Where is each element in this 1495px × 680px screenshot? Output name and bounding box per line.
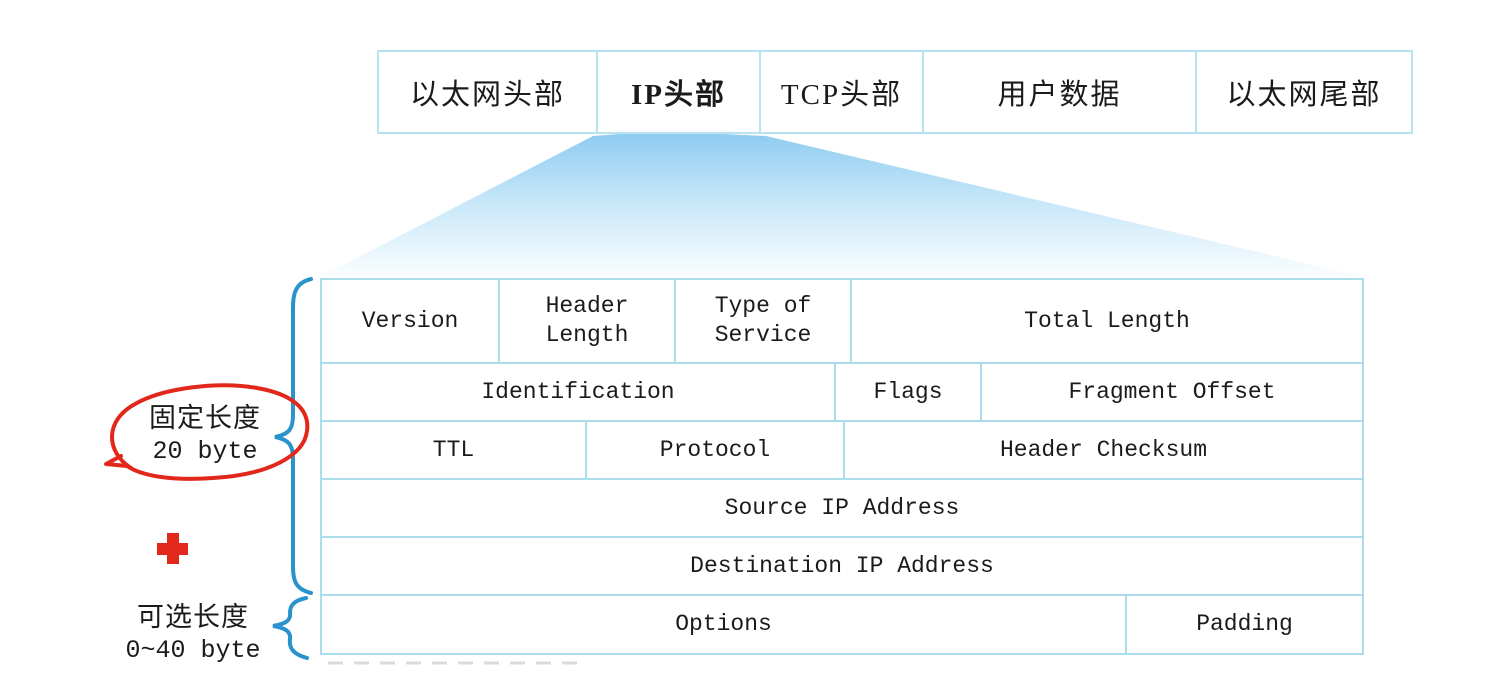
ip-field-protocol: Protocol — [587, 422, 845, 478]
ip-field-identification: Identification — [322, 364, 836, 420]
table-row: Options Padding — [322, 596, 1362, 653]
ip-field-total-length: Total Length — [1024, 307, 1190, 334]
ip-field-padding: Padding — [1196, 611, 1293, 638]
optional-length-label-bytes: 0~40 byte — [125, 636, 261, 665]
ip-field-ttl: TTL — [322, 422, 587, 478]
optional-length-label: 可选长度 0~40 byte — [83, 600, 303, 667]
ip-field-header-checksum: Header Checksum — [999, 436, 1208, 463]
ip-field-flags: Flags — [836, 364, 982, 420]
fixed-length-label: 固定长度 20 byte — [95, 401, 315, 468]
ip-field-type-of-service: Type of Service — [676, 280, 852, 362]
ip-field-source-ip: Source IP Address — [724, 494, 960, 521]
table-row: Identification Flags Fragment Offset — [322, 364, 1362, 422]
ip-field-destination-ip: Destination IP Address — [690, 552, 994, 579]
table-row: Source IP Address — [322, 480, 1362, 538]
ethernet-frame-row: 以太网头部 IP头部 TCP头部 用户数据 以太网尾部 — [377, 50, 1413, 134]
zoom-funnel-shape — [320, 131, 1364, 277]
fixed-length-label-zh: 固定长度 — [149, 403, 261, 433]
table-row: Destination IP Address — [322, 538, 1362, 596]
ip-field-header-length: Header Length — [500, 280, 676, 362]
table-row: TTL Protocol Header Checksum — [322, 422, 1362, 480]
table-row: Version Header Length Type of Service To… — [322, 280, 1362, 364]
ip-header-table: Version Header Length Type of Service To… — [320, 278, 1364, 655]
frame-cell-ip-header: IP头部 — [596, 50, 761, 134]
ip-field-options: Options — [322, 596, 1127, 653]
ip-field-fragment-offset: Fragment Offset — [1068, 378, 1276, 405]
ip-field-version: Version — [322, 280, 500, 362]
red-cross-icon — [157, 533, 188, 564]
frame-cell-ethernet-trailer: 以太网尾部 — [1195, 50, 1413, 134]
frame-cell-ethernet-header: 以太网头部 — [377, 50, 598, 134]
optional-length-label-zh: 可选长度 — [137, 602, 249, 632]
frame-cell-user-data: 用户数据 — [922, 50, 1197, 134]
fixed-length-label-bytes: 20 byte — [152, 437, 258, 466]
frame-cell-tcp-header: TCP头部 — [759, 50, 924, 134]
